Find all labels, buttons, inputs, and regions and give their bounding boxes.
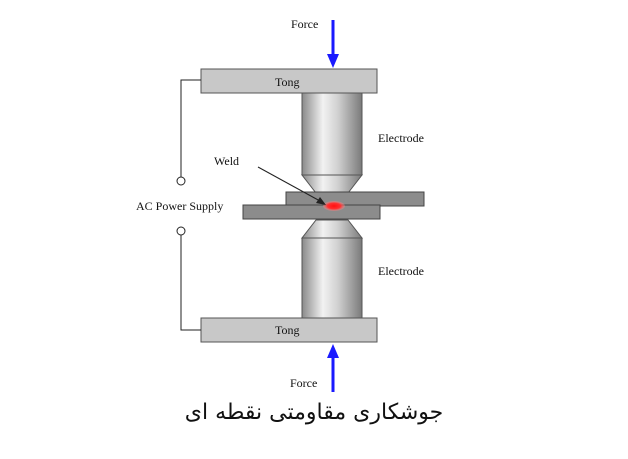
tong-label-top: Tong xyxy=(275,75,300,89)
force-arrow-top xyxy=(327,20,339,68)
weld-label: Weld xyxy=(214,154,239,168)
force-label-bottom: Force xyxy=(290,376,317,390)
electrode-bottom xyxy=(300,219,364,319)
tong-top xyxy=(200,68,378,94)
force-label-top: Force xyxy=(291,17,318,31)
power-supply-wiring xyxy=(176,79,201,331)
electrode-label-bottom: Electrode xyxy=(378,264,424,278)
electrode-label-top: Electrode xyxy=(378,131,424,145)
weld-pointer-arrow xyxy=(257,166,326,205)
power-supply-label: AC Power Supply xyxy=(136,199,223,213)
weld-spot xyxy=(323,201,345,211)
electrode-top xyxy=(300,92,364,194)
lower-plate xyxy=(242,204,381,220)
caption: جوشکاری مقاومتی نقطه ای xyxy=(184,400,444,425)
tong-label-bottom: Tong xyxy=(275,323,300,337)
force-arrow-bottom xyxy=(327,344,339,392)
